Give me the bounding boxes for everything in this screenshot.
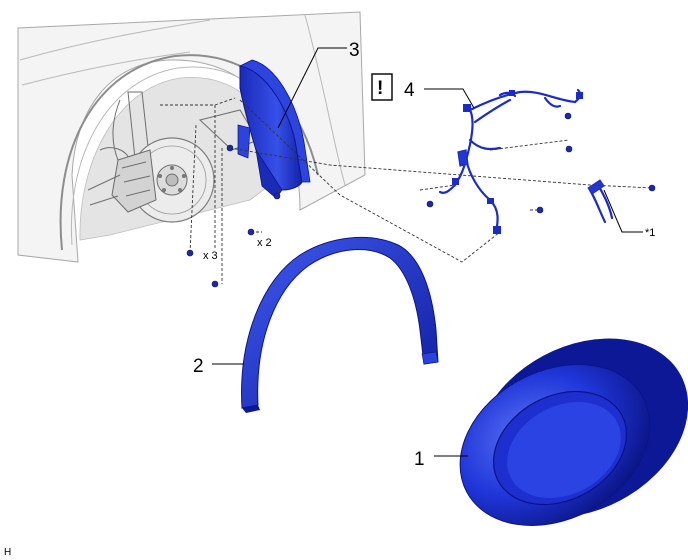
bolt-icon <box>564 112 572 120</box>
callout-3: 3 <box>349 40 360 61</box>
bolt-icon <box>211 280 219 288</box>
bolt-icon <box>426 200 434 208</box>
tire-part <box>459 338 688 526</box>
notice-mark: ! <box>377 78 383 99</box>
callout-1: 1 <box>414 449 425 470</box>
wheel-opening-flare-part <box>241 236 439 413</box>
callout-star-1: *1 <box>645 227 655 239</box>
wire-harness-part <box>438 88 614 234</box>
bolt-icon <box>565 145 573 153</box>
quantity-x3: x 3 <box>203 250 218 262</box>
brake-caliper <box>111 149 157 213</box>
assembly-lines <box>160 97 653 284</box>
notice-box <box>371 73 393 101</box>
footer-code: H <box>4 547 11 558</box>
callout-2: 2 <box>193 356 204 377</box>
vehicle-fender-illustration <box>17 11 366 263</box>
quantity-x2: x 2 <box>257 237 272 249</box>
callout-4: 4 <box>404 80 415 101</box>
harness-clips <box>452 90 583 234</box>
fasteners <box>186 112 656 288</box>
